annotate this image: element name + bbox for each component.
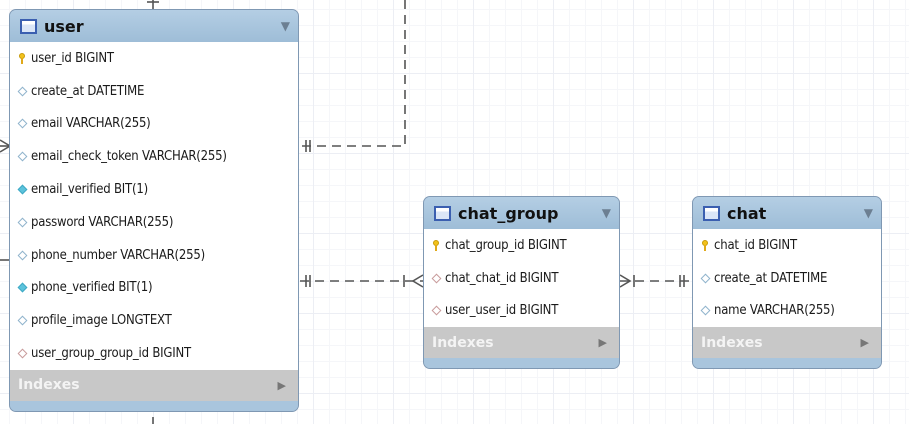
not-null-column-icon (17, 282, 28, 293)
indexes-label: Indexes (432, 334, 494, 351)
column-definition: chat_group_id BIGINT (445, 237, 567, 253)
table-chat[interactable]: chat ▼ chat_id BIGINT create_at DATETIME n… (692, 196, 882, 370)
indexes-label: Indexes (18, 377, 80, 394)
table-user[interactable]: user ▼ user_id BIGINT create_at DATETIME e… (9, 9, 299, 412)
indexes-section[interactable]: Indexes ▶ (693, 327, 881, 359)
many-marker (619, 274, 632, 288)
column-list: chat_id BIGINT create_at DATETIME name VAR… (693, 229, 881, 328)
expand-triangle-icon[interactable]: ▶ (277, 378, 286, 392)
column-definition: phone_verified BIT(1) (31, 280, 153, 296)
primary-key-icon (700, 239, 711, 251)
nullable-column-icon (700, 305, 711, 316)
column-row[interactable]: chat_id BIGINT (693, 229, 881, 262)
column-row[interactable]: password VARCHAR(255) (10, 206, 298, 239)
expand-triangle-icon[interactable]: ▶ (860, 336, 869, 350)
nullable-column-icon (700, 273, 711, 284)
expand-triangle-icon[interactable]: ▶ (598, 336, 607, 350)
nullable-column-icon (17, 250, 28, 261)
column-definition: create_at DATETIME (31, 83, 145, 99)
column-definition: email VARCHAR(255) (31, 116, 151, 132)
column-definition: chat_id BIGINT (714, 237, 797, 253)
column-row[interactable]: email VARCHAR(255) (10, 108, 298, 141)
column-definition: password VARCHAR(255) (31, 214, 174, 230)
column-row[interactable]: profile_image LONGTEXT (10, 304, 298, 337)
column-list: user_id BIGINT create_at DATETIME email VA… (10, 42, 298, 370)
column-row[interactable]: phone_number VARCHAR(255) (10, 239, 298, 272)
foreign-key-icon (431, 273, 442, 284)
column-row[interactable]: email_check_token VARCHAR(255) (10, 140, 298, 173)
table-icon (434, 205, 451, 221)
collapse-triangle-icon[interactable]: ▼ (601, 206, 611, 220)
column-definition: email_verified BIT(1) (31, 182, 148, 198)
column-definition: email_check_token VARCHAR(255) (31, 149, 227, 165)
column-definition: phone_number VARCHAR(255) (31, 247, 205, 263)
column-row[interactable]: user_group_group_id BIGINT (10, 337, 298, 370)
column-row[interactable]: email_verified BIT(1) (10, 173, 298, 206)
table-footer (10, 400, 298, 411)
nullable-column-icon (17, 315, 28, 326)
nullable-column-icon (17, 86, 28, 97)
many-marker (411, 274, 424, 288)
relationship-line-user-top (300, 0, 406, 147)
column-row[interactable]: chat_chat_id BIGINT (424, 262, 619, 295)
primary-key-icon (431, 239, 442, 251)
table-header[interactable]: chat_group ▼ (424, 197, 619, 229)
column-definition: user_id BIGINT (31, 50, 114, 66)
column-row[interactable]: user_user_id BIGINT (424, 295, 619, 328)
primary-key-icon (17, 52, 28, 64)
collapse-triangle-icon[interactable]: ▼ (863, 206, 873, 220)
foreign-key-icon (431, 305, 442, 316)
column-definition: chat_chat_id BIGINT (445, 270, 559, 286)
table-footer (424, 358, 619, 369)
table-chat-group[interactable]: chat_group ▼ chat_group_id BIGINT chat_ch… (423, 196, 620, 370)
indexes-label: Indexes (701, 334, 763, 351)
column-definition: user_user_id BIGINT (445, 303, 559, 319)
not-null-column-icon (17, 184, 28, 195)
column-row[interactable]: user_id BIGINT (10, 42, 298, 75)
column-definition: user_group_group_id BIGINT (31, 346, 191, 362)
table-icon (703, 205, 720, 221)
foreign-key-icon (17, 348, 28, 359)
table-name: user (44, 16, 84, 36)
indexes-section[interactable]: Indexes ▶ (10, 369, 298, 401)
table-name: chat (727, 203, 767, 223)
table-header[interactable]: user ▼ (10, 10, 298, 42)
table-name: chat_group (458, 203, 559, 223)
nullable-column-icon (17, 151, 28, 162)
column-row[interactable]: create_at DATETIME (10, 75, 298, 108)
column-row[interactable]: chat_group_id BIGINT (424, 229, 619, 262)
column-row[interactable]: create_at DATETIME (693, 262, 881, 295)
table-icon (20, 18, 37, 34)
column-list: chat_group_id BIGINT chat_chat_id BIGINT u… (424, 229, 619, 328)
nullable-column-icon (17, 118, 28, 129)
column-row[interactable]: phone_verified BIT(1) (10, 272, 298, 305)
table-footer (693, 358, 881, 369)
table-header[interactable]: chat ▼ (693, 197, 881, 229)
indexes-section[interactable]: Indexes ▶ (424, 327, 619, 359)
column-row[interactable]: name VARCHAR(255) (693, 295, 881, 328)
nullable-column-icon (17, 217, 28, 228)
column-definition: profile_image LONGTEXT (31, 313, 172, 329)
collapse-triangle-icon[interactable]: ▼ (280, 19, 290, 33)
column-definition: name VARCHAR(255) (714, 303, 835, 319)
column-definition: create_at DATETIME (714, 270, 828, 286)
